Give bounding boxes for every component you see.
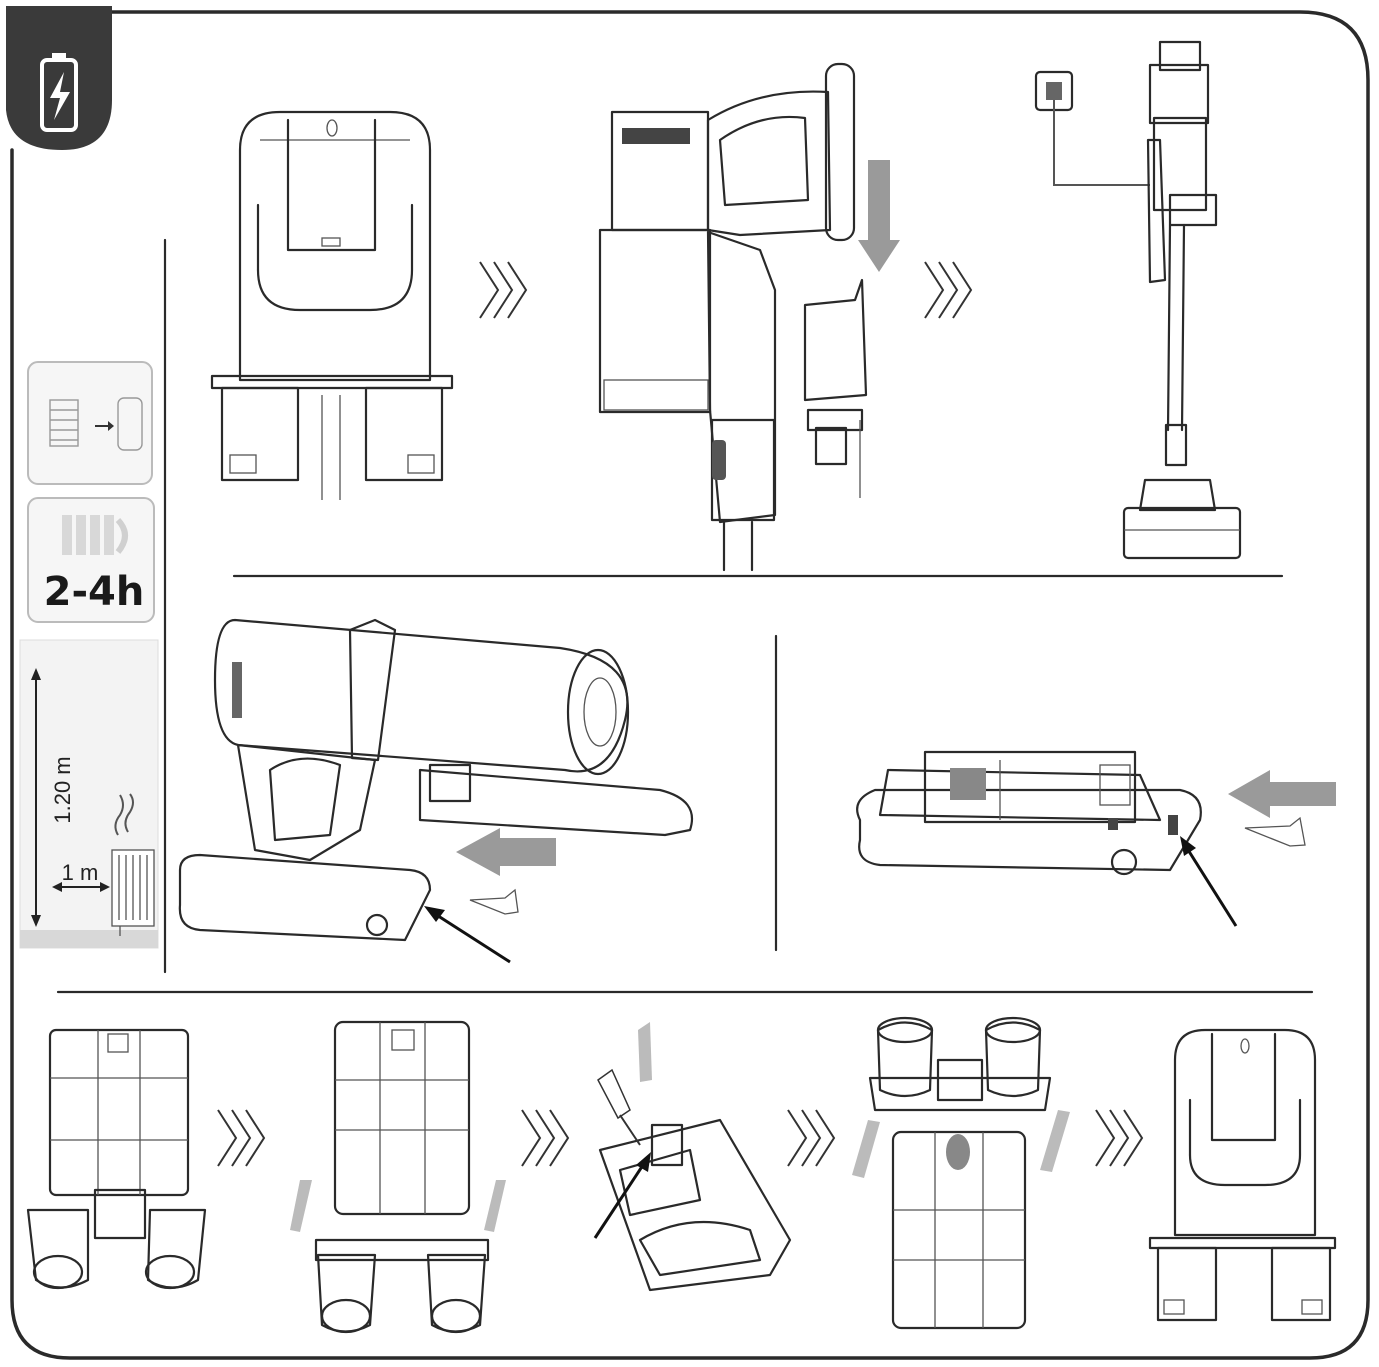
step-6-bracket-back [26,1028,207,1290]
step-3-charging-on-wall [1034,40,1242,560]
arrow-right-icon [95,421,114,431]
header-badge [6,6,112,150]
step-5-plug-battery [856,750,1336,927]
chevron-triple-icon [924,261,973,319]
step-2-mount-vacuum [598,62,900,572]
radiator-icon [111,849,155,936]
heat-icon [114,793,134,836]
pointer-arrow [424,906,511,964]
step-10-bracket-assembled [1148,1028,1337,1322]
height-dimension-arrow [31,668,41,927]
screwdriver-icon [597,1068,641,1146]
step-1-wall-bracket [210,110,454,500]
battery-charging-icon [40,53,78,132]
charge-time-box: 2-4h [27,497,155,623]
chevron-triple-icon [1095,1109,1144,1167]
placement-box: 1.20 m 1 m [19,639,159,949]
step-9-reassemble [852,1016,1070,1330]
distance-dimension-arrow [52,882,110,892]
chevron-triple-icon [479,261,528,319]
push-down-arrow [858,160,900,272]
battery-insert-box [27,361,153,485]
step-8-screw-detail [593,1022,792,1292]
push-left-arrow [456,828,556,876]
distance-label: 1 m [62,860,99,885]
pointer-arrow [1180,836,1238,927]
battery-icon [49,399,79,447]
page-frame [10,10,1370,1360]
pointer-arrow [593,1152,651,1239]
charge-time-label: 2-4h [44,569,145,615]
step-4-plug-handheld [178,618,694,964]
battery-level-icon [62,515,128,555]
chevron-triple-icon [217,1109,266,1167]
height-label: 1.20 m [50,756,75,823]
step-7-separate-parts [290,1020,506,1334]
chevron-triple-icon [521,1109,570,1167]
device-slot-icon [117,397,143,451]
chevron-triple-icon [787,1109,836,1167]
push-left-arrow [1228,770,1336,818]
